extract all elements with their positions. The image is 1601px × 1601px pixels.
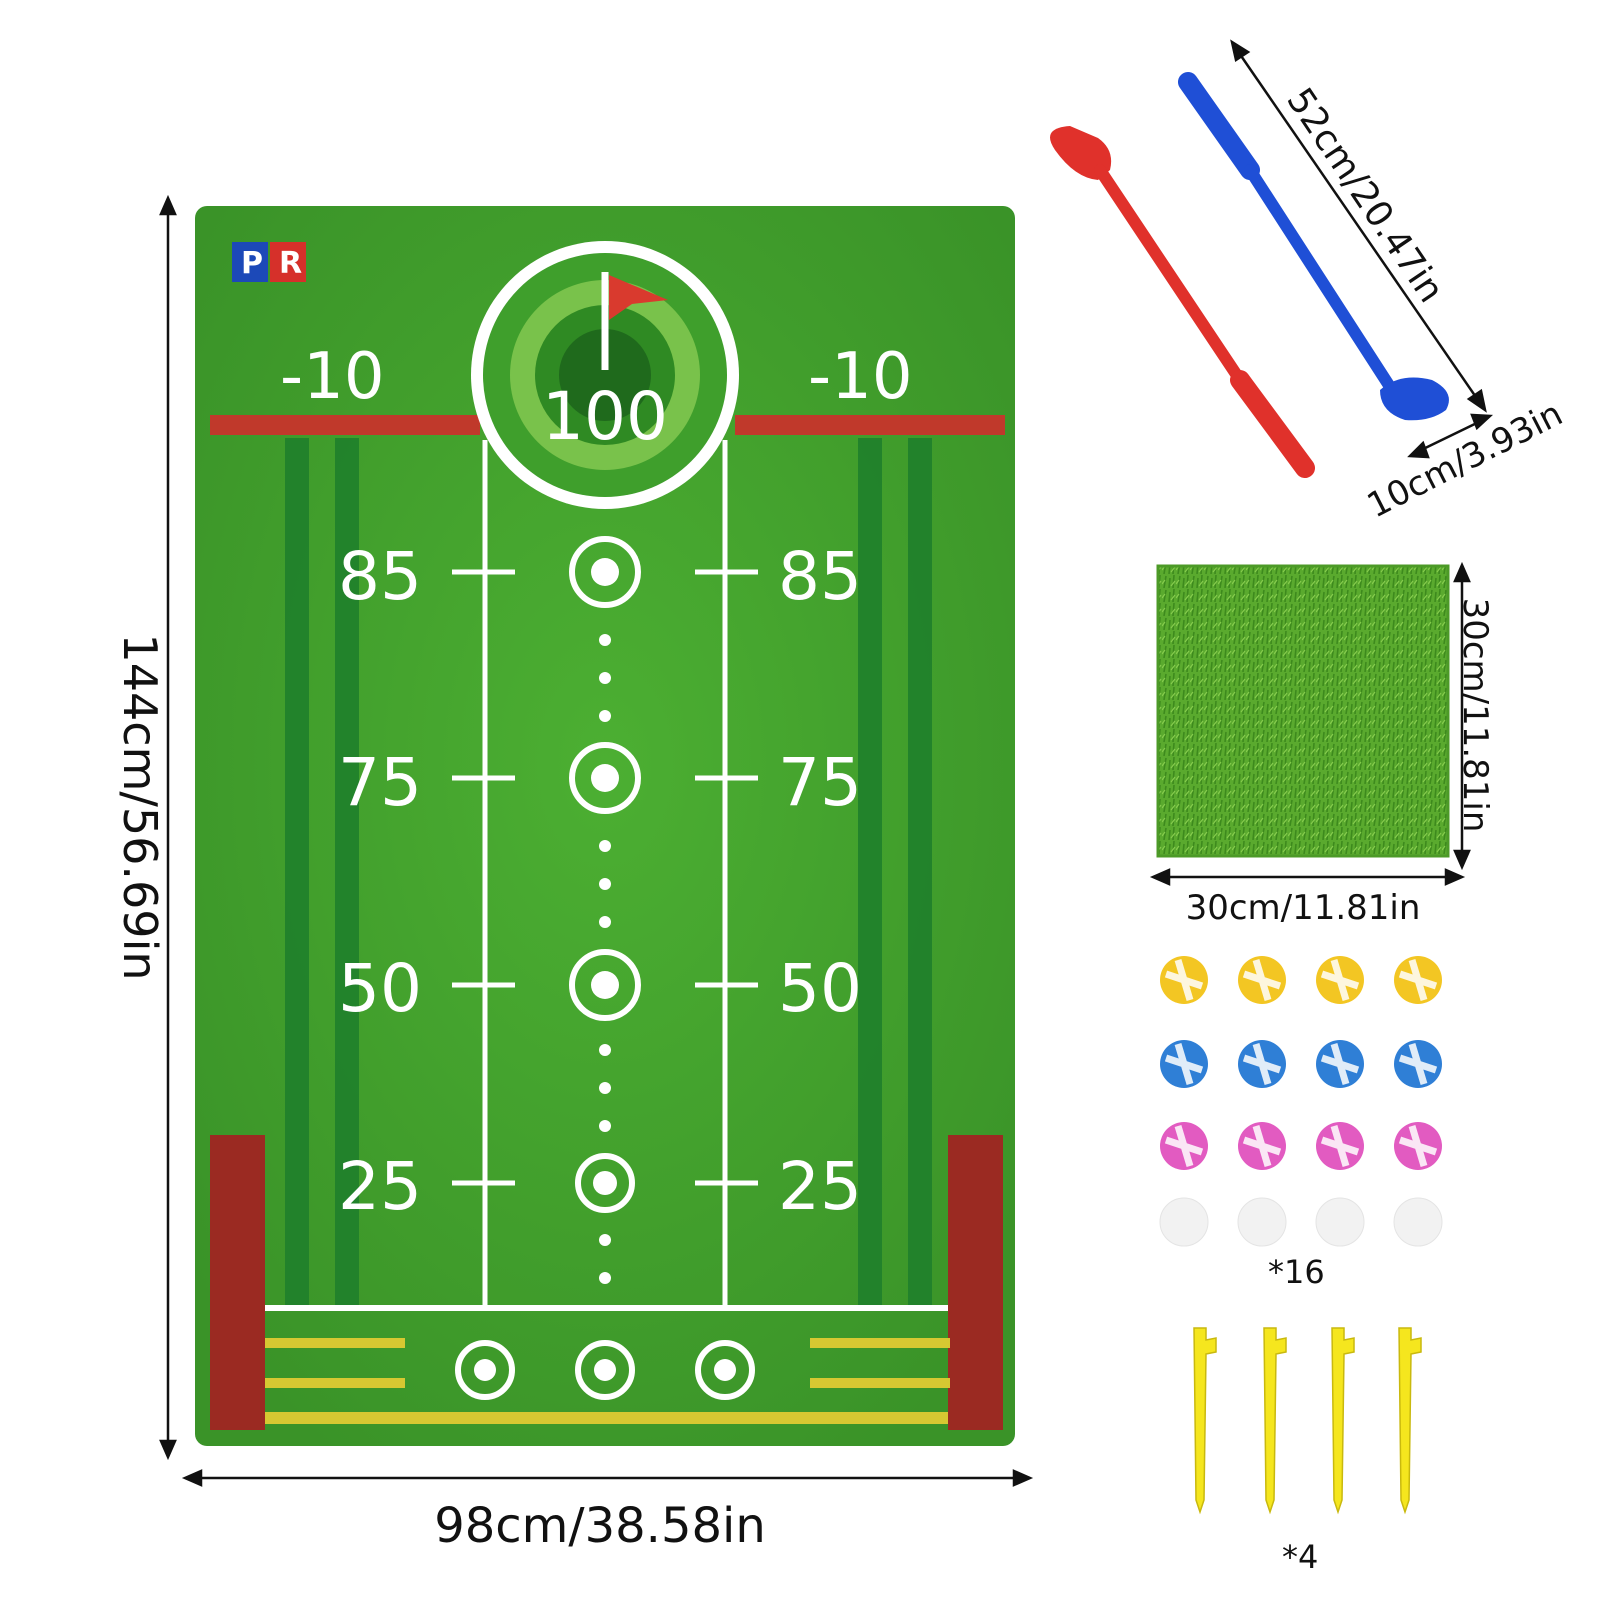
tees-count-label: *4 bbox=[1282, 1538, 1319, 1576]
mat-width-arrow bbox=[181, 1469, 1034, 1487]
turf-width-label: 30cm/11.81in bbox=[1185, 888, 1421, 928]
ball-icon bbox=[1237, 1197, 1287, 1247]
tee-icon bbox=[1263, 1327, 1287, 1515]
brand-logo bbox=[232, 242, 306, 282]
score-75-right: 75 bbox=[778, 744, 862, 821]
top-left-red-line bbox=[210, 415, 480, 435]
blue-club bbox=[1178, 72, 1449, 421]
mat-width-label: 98cm/38.58in bbox=[434, 1498, 766, 1554]
flag-icon bbox=[609, 275, 668, 320]
balls-count-label: *16 bbox=[1268, 1253, 1325, 1291]
ball-icon bbox=[1238, 956, 1286, 1004]
score-50-right: 50 bbox=[778, 950, 862, 1027]
ball-icon bbox=[1316, 1122, 1364, 1170]
turf-square bbox=[1156, 564, 1450, 858]
ball-icon bbox=[1393, 1197, 1443, 1247]
score-75-left: 75 bbox=[338, 744, 422, 821]
ball-icon bbox=[1160, 1122, 1208, 1170]
target-green bbox=[471, 241, 739, 509]
score-50-left: 50 bbox=[338, 950, 422, 1027]
tees-group bbox=[1193, 1327, 1422, 1515]
top-left-score: -10 bbox=[280, 340, 385, 414]
score-25-left: 25 bbox=[338, 1148, 422, 1225]
turf-height-arrow bbox=[1453, 561, 1471, 871]
logo-text: PR bbox=[241, 246, 319, 281]
balls-grid bbox=[1159, 956, 1443, 1247]
ball-icon bbox=[1316, 1040, 1364, 1088]
ball-icon bbox=[1316, 956, 1364, 1004]
mat-height-arrow bbox=[159, 194, 177, 1461]
ball-icon bbox=[1238, 1040, 1286, 1088]
club-length-arrow bbox=[1230, 39, 1487, 413]
left-side-block bbox=[210, 1135, 265, 1430]
score-25-right: 25 bbox=[778, 1148, 862, 1225]
top-right-red-line bbox=[735, 415, 1005, 435]
golf-mat bbox=[195, 206, 1015, 1446]
score-rows bbox=[452, 536, 758, 1284]
red-club bbox=[1050, 126, 1315, 478]
score-85-left: 85 bbox=[338, 538, 422, 615]
turf-width-arrow bbox=[1149, 868, 1466, 886]
bottom-targets bbox=[455, 1340, 755, 1400]
ball-icon bbox=[1394, 956, 1442, 1004]
ball-icon bbox=[1394, 1122, 1442, 1170]
tee-icon bbox=[1193, 1327, 1217, 1515]
center-score: 100 bbox=[542, 378, 668, 455]
ball-icon bbox=[1160, 956, 1208, 1004]
mat-height-label: 144cm/56.69in bbox=[113, 633, 167, 981]
top-right-score: -10 bbox=[808, 340, 913, 414]
club-head-arrow bbox=[1407, 413, 1494, 459]
tee-icon bbox=[1398, 1327, 1422, 1515]
ball-icon bbox=[1315, 1197, 1365, 1247]
tee-icon bbox=[1331, 1327, 1355, 1515]
turf-height-label: 30cm/11.81in bbox=[1455, 597, 1495, 833]
right-side-block bbox=[948, 1135, 1003, 1430]
ball-icon bbox=[1159, 1197, 1209, 1247]
score-85-right: 85 bbox=[778, 538, 862, 615]
ball-icon bbox=[1160, 1040, 1208, 1088]
ball-icon bbox=[1238, 1122, 1286, 1170]
ball-icon bbox=[1394, 1040, 1442, 1088]
